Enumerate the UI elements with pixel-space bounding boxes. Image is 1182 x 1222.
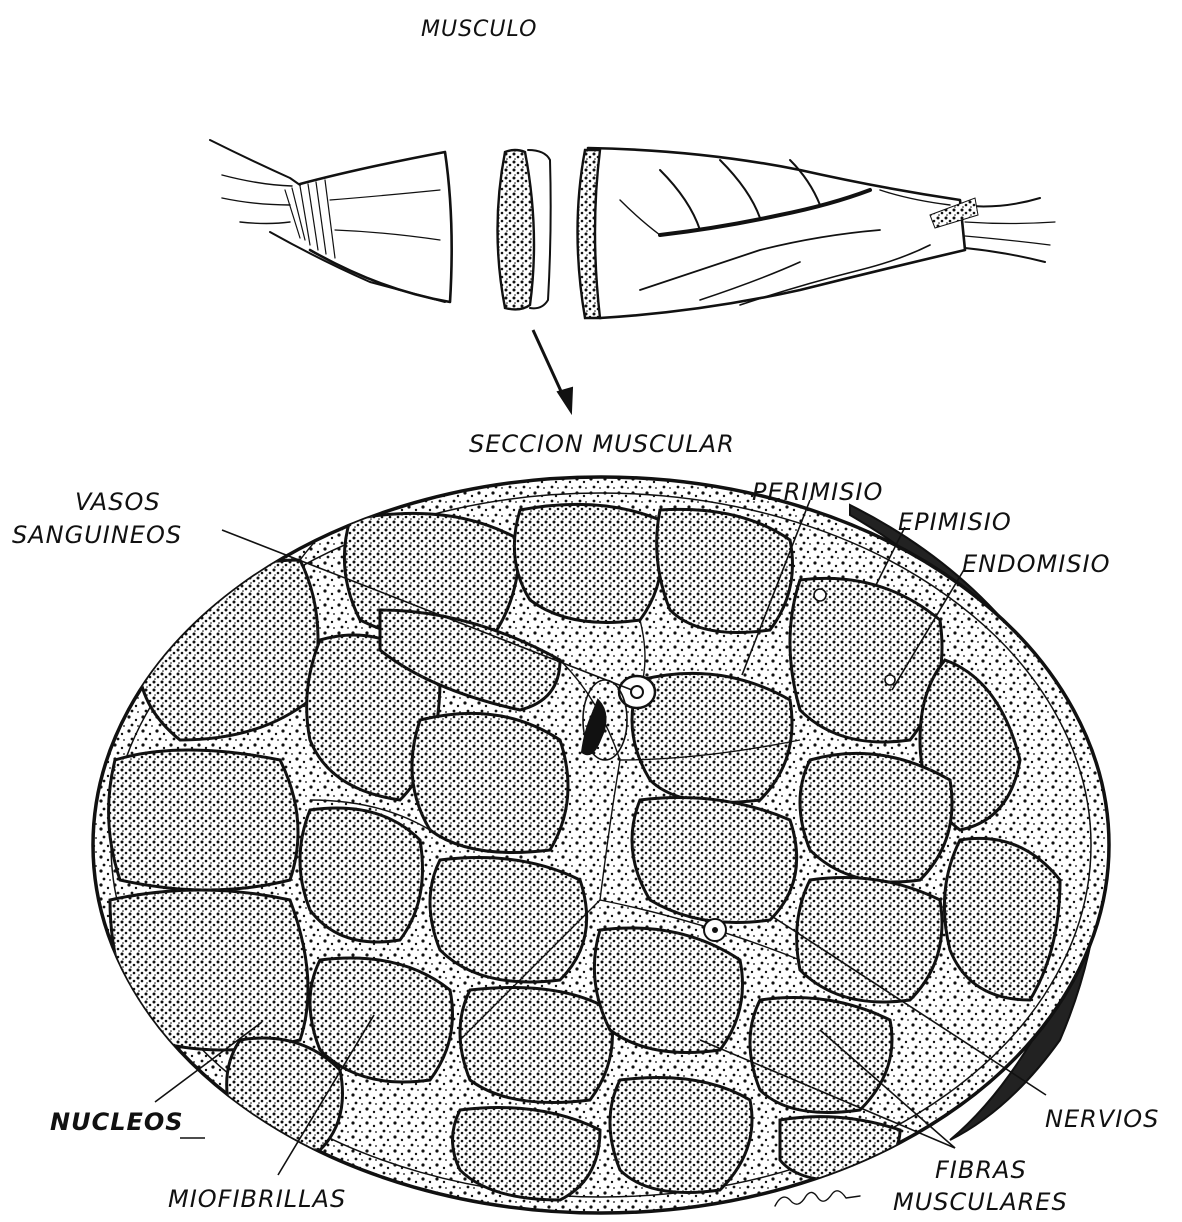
- label-muscle-fibers-line2: MUSCULARES: [893, 1188, 1068, 1216]
- fascicle: [750, 998, 892, 1113]
- fascicle: [460, 988, 613, 1103]
- fascicle: [110, 890, 308, 1050]
- whole-muscle-illustration: [210, 140, 1055, 318]
- fascicle: [632, 798, 797, 923]
- fascicle: [657, 509, 793, 632]
- label-nerves: NERVIOS: [1045, 1105, 1159, 1133]
- label-endomysium: ENDOMISIO: [962, 550, 1110, 578]
- title-muscle-section: SECCION MUSCULAR: [469, 430, 735, 458]
- fascicle: [800, 753, 952, 882]
- fascicle: [109, 750, 298, 890]
- surface-blood-vessels: [620, 160, 950, 305]
- fascicle: [797, 878, 942, 1003]
- right-cut-face: [578, 150, 601, 318]
- label-nuclei: NUCLEOS: [50, 1108, 184, 1136]
- muscle-cross-section: [93, 477, 1109, 1213]
- title-muscle: MUSCULO: [421, 17, 537, 42]
- label-blood-vessels-line1: VASOS: [75, 488, 161, 516]
- label-myofibrils: MIOFIBRILLAS: [168, 1185, 346, 1213]
- fascicle: [514, 504, 662, 622]
- label-perimysium: PERIMISIO: [752, 478, 883, 506]
- artist-signature: [775, 1191, 860, 1206]
- label-epimysium: EPIMISIO: [898, 508, 1012, 536]
- left-tendon-fibers: [285, 180, 335, 258]
- slice-cut-face: [498, 150, 535, 309]
- fascicle: [610, 1078, 752, 1193]
- down-arrow-icon: [533, 330, 572, 412]
- label-muscle-fibers-line1: FIBRAS: [935, 1156, 1027, 1184]
- fascicle: [138, 560, 318, 740]
- fascicle: [412, 713, 568, 852]
- label-blood-vessels-line2: SANGUINEOS: [12, 521, 182, 549]
